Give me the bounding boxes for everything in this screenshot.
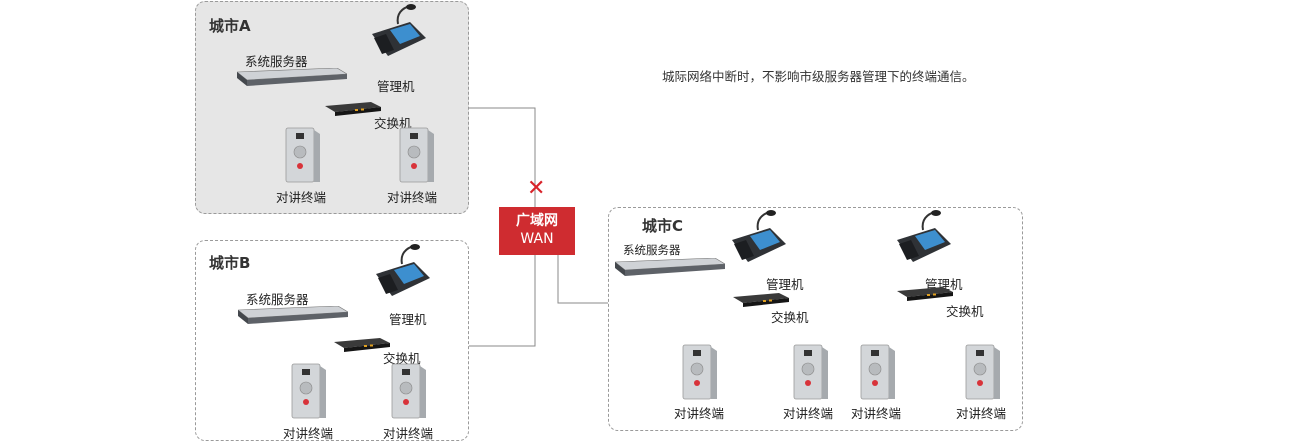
intercom-terminal-icon (965, 344, 1000, 400)
city-b-server-label: 系统服务器 (246, 292, 309, 307)
network-break-icon: ✕ (527, 176, 546, 201)
diagram-note: 城际网络中断时，不影响市级服务器管理下的终端通信。 (662, 69, 975, 84)
wan-label-en: WAN (520, 231, 554, 247)
city-c-switch-label: 交换机 (946, 304, 984, 319)
city-a-server-label: 系统服务器 (245, 54, 308, 69)
city-b-manager-label: 管理机 (389, 312, 427, 327)
desk-phone-icon (732, 210, 786, 262)
wan-label-cn: 广域网 (516, 213, 558, 229)
city-b-terminal-label: 对讲终端 (383, 426, 434, 441)
city-c-terminal-label: 对讲终端 (956, 406, 1007, 421)
switch-icon (325, 102, 381, 116)
intercom-terminal-icon (391, 363, 426, 419)
switch-icon (334, 338, 390, 352)
intercom-terminal-icon (285, 127, 320, 183)
switch-icon (733, 293, 789, 307)
switch-icon (897, 287, 953, 301)
intercom-terminal-icon (291, 363, 326, 419)
city-c-terminal-label: 对讲终端 (674, 406, 725, 421)
city-a-manager-label: 管理机 (377, 79, 415, 94)
desk-phone-icon (897, 210, 951, 262)
city-b-title: 城市B (209, 254, 251, 272)
desk-phone-icon (376, 244, 430, 296)
city-c-server-label: 系统服务器 (623, 243, 681, 257)
intercom-terminal-icon (399, 127, 434, 183)
city-b-terminal-label: 对讲终端 (283, 426, 334, 441)
city-c-switch-label: 交换机 (771, 310, 809, 325)
server-icon (237, 68, 347, 86)
city-a-terminal-label: 对讲终端 (387, 190, 438, 205)
city-c-title: 城市C (642, 217, 684, 235)
city-a-terminal-label: 对讲终端 (276, 190, 327, 205)
city-a-switch-label: 交换机 (374, 116, 412, 131)
city-a-title: 城市A (209, 17, 251, 35)
city-c-manager-label: 管理机 (766, 277, 804, 292)
intercom-terminal-icon (793, 344, 828, 400)
wan-box: 广域网 WAN (499, 207, 575, 255)
intercom-terminal-icon (860, 344, 895, 400)
server-icon (238, 306, 348, 324)
city-c-terminal-label: 对讲终端 (783, 406, 834, 421)
city-c-terminal-label: 对讲终端 (851, 406, 902, 421)
intercom-terminal-icon (682, 344, 717, 400)
city-b-switch-label: 交换机 (383, 351, 421, 366)
server-icon (615, 258, 725, 276)
desk-phone-icon (372, 4, 426, 56)
